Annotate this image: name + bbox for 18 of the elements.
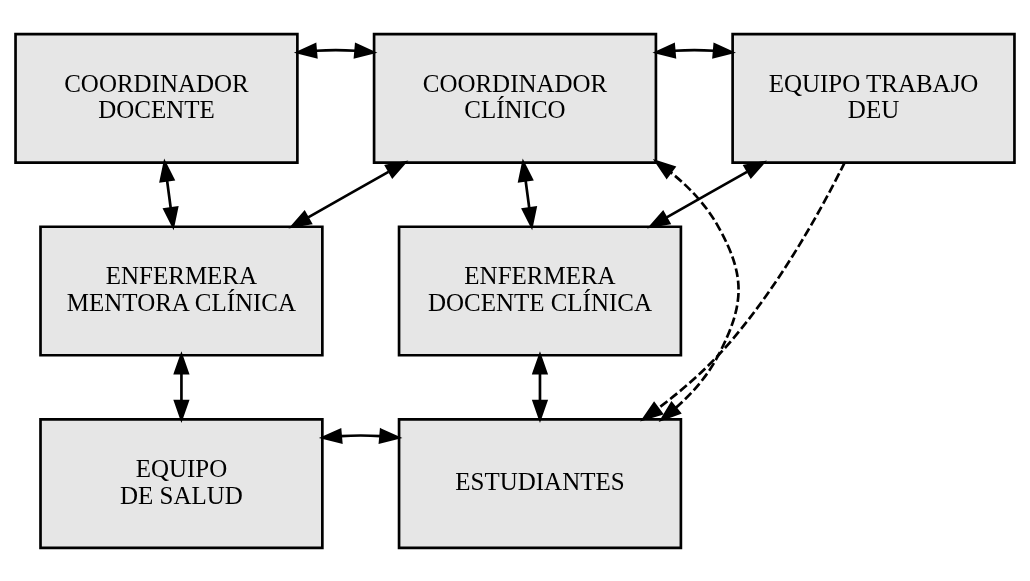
arrow	[318, 427, 403, 444]
arrow	[531, 350, 549, 423]
arrow	[293, 42, 378, 59]
arrow	[652, 158, 740, 422]
node-box: COORDINADOR CLÍNICO	[372, 32, 658, 164]
node-box: COORDINADOR DOCENTE	[14, 32, 299, 164]
arrow	[173, 350, 190, 423]
node-box: EQUIPO TRABAJO DEU	[731, 32, 1016, 164]
node-box: ENFERMERA MENTORA CLÍNICA	[39, 224, 324, 357]
arrow	[159, 158, 179, 230]
arrow	[640, 161, 846, 421]
node-box: EQUIPO DE SALUD	[39, 417, 324, 549]
node-box: ESTUDIANTES	[397, 417, 683, 549]
node-box: ENFERMERA DOCENTE CLÍNICA	[397, 224, 683, 357]
arrow	[288, 160, 409, 228]
arrow	[652, 42, 736, 59]
arrow	[517, 158, 538, 230]
arrow	[647, 160, 767, 228]
